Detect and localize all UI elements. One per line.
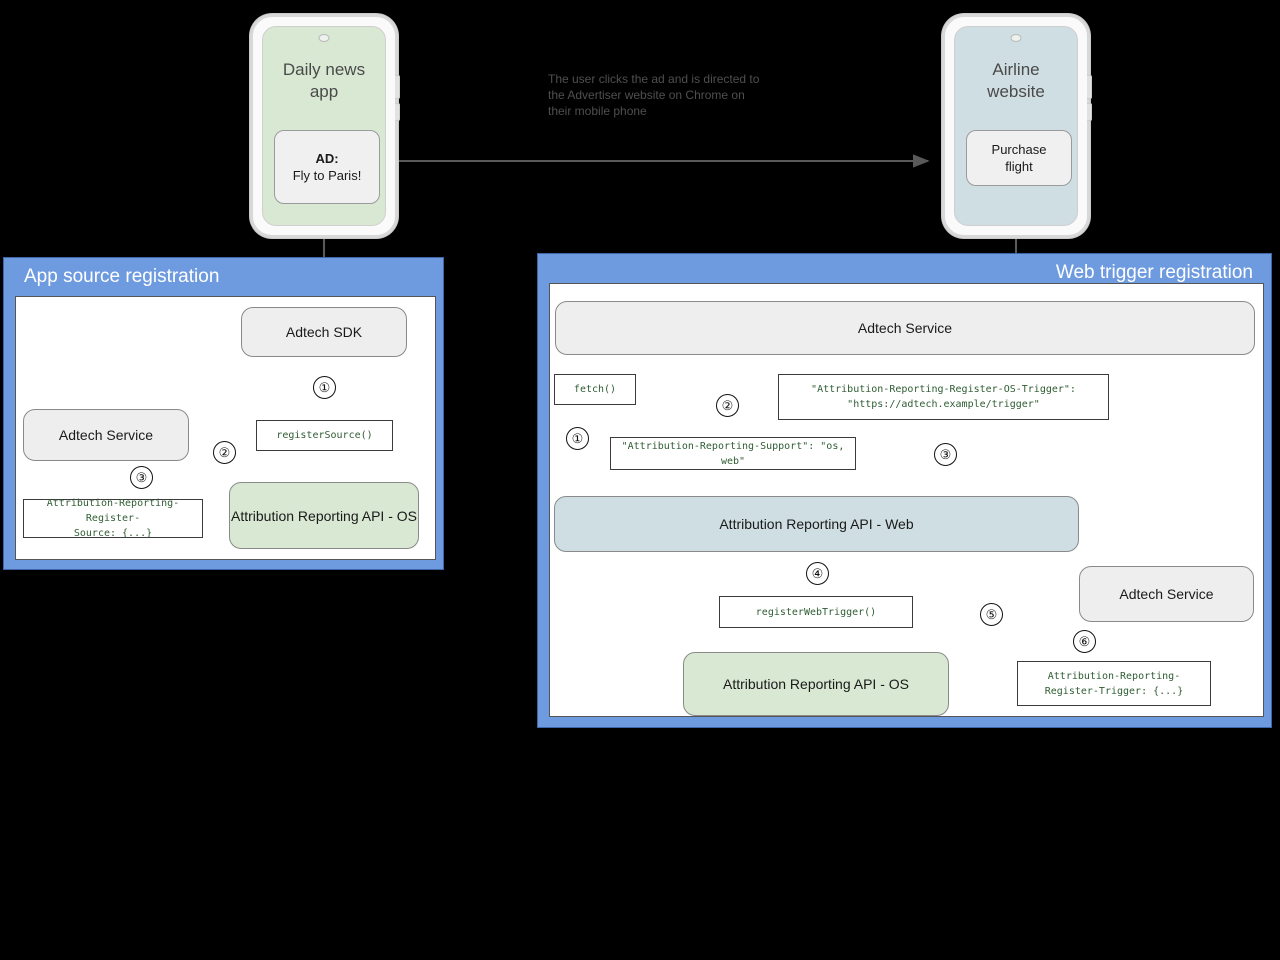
node-ar-api-os-left[interactable]: Attribution Reporting API - OS bbox=[229, 482, 419, 549]
step-marker-5-right: ⑤ bbox=[980, 603, 1003, 626]
code-register-trigger-header: Attribution-Reporting- Register-Trigger:… bbox=[1017, 661, 1211, 706]
advertiser-phone: Airline website Purchase flight bbox=[942, 14, 1092, 238]
node-adtech-service-bottom-right[interactable]: Adtech Service bbox=[1079, 566, 1254, 622]
phone-camera-notch-icon bbox=[318, 34, 330, 42]
code-fetch: fetch() bbox=[554, 374, 636, 405]
advertiser-phone-screen bbox=[954, 26, 1078, 226]
flow-note-caption: The user clicks the ad and is directed t… bbox=[548, 72, 760, 118]
node-ar-api-web[interactable]: Attribution Reporting API - Web bbox=[554, 496, 1079, 552]
step-marker-2-left: ② bbox=[213, 441, 236, 464]
step-marker-4-right: ④ bbox=[806, 562, 829, 585]
purchase-card-line2: flight bbox=[1005, 159, 1033, 174]
node-adtech-service-left[interactable]: Adtech Service bbox=[23, 409, 189, 461]
phone-side-button-lower bbox=[1087, 103, 1092, 121]
web-trigger-registration-title: Web trigger registration bbox=[1055, 262, 1253, 283]
publisher-phone-title: Daily news app bbox=[282, 60, 366, 101]
node-adtech-service-top-right[interactable]: Adtech Service bbox=[555, 301, 1255, 355]
code-os-trigger-header: "Attribution-Reporting-Register-OS-Trigg… bbox=[778, 374, 1109, 420]
code-register-source-header: Attribution-Reporting-Register- Source: … bbox=[23, 498, 203, 539]
advertiser-phone-title: Airline website bbox=[987, 60, 1045, 101]
ad-card-text: Fly to Paris! bbox=[292, 168, 362, 183]
phone-camera-notch-icon bbox=[1010, 34, 1022, 42]
code-support-header: "Attribution-Reporting-Support": "os, we… bbox=[610, 437, 856, 470]
step-marker-1-left: ① bbox=[313, 376, 336, 399]
code-register-source: registerSource() bbox=[256, 420, 393, 451]
phone-side-button-upper bbox=[1087, 75, 1092, 99]
step-marker-3-right: ③ bbox=[934, 443, 957, 466]
app-source-registration-title: App source registration bbox=[24, 266, 220, 287]
phone-side-button-lower bbox=[395, 103, 400, 121]
purchase-card-line1: Purchase bbox=[991, 142, 1047, 157]
node-adtech-sdk[interactable]: Adtech SDK bbox=[241, 307, 407, 357]
ad-card-label: AD: bbox=[315, 151, 339, 166]
step-marker-3-left: ③ bbox=[130, 466, 153, 489]
code-register-web-trigger: registerWebTrigger() bbox=[719, 596, 913, 628]
node-ar-api-os-right[interactable]: Attribution Reporting API - OS bbox=[683, 652, 949, 716]
step-marker-2-right: ② bbox=[716, 394, 739, 417]
step-marker-6-right: ⑥ bbox=[1073, 630, 1096, 653]
phone-side-button-upper bbox=[395, 75, 400, 99]
purchase-flight-card[interactable]: Purchase flight bbox=[966, 130, 1072, 186]
step-marker-1-right: ① bbox=[566, 427, 589, 450]
ad-card[interactable]: AD: Fly to Paris! bbox=[274, 130, 380, 204]
publisher-phone: Daily news app AD: Fly to Paris! bbox=[250, 14, 400, 238]
